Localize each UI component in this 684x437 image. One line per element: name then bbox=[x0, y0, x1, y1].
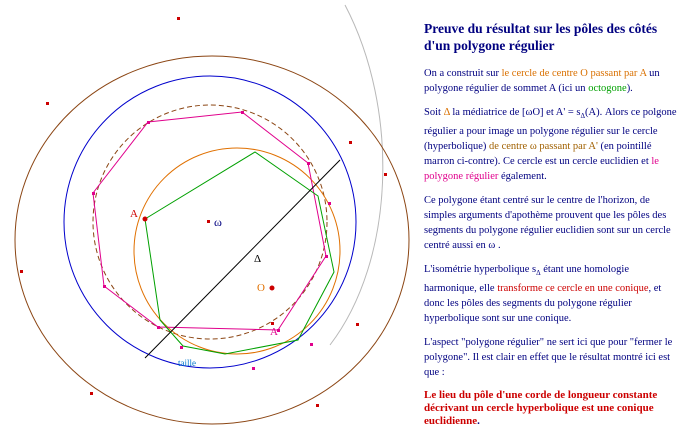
p1-octogone-text: octogone bbox=[588, 83, 627, 94]
conic-dots bbox=[20, 17, 387, 407]
conclusion-text: Le lieu du pôle d'une corde de longueur … bbox=[424, 389, 658, 428]
p2-text-g: également. bbox=[498, 171, 547, 183]
paragraph-isometry: L'isométrie hyperbolique sΔ étant une ho… bbox=[424, 262, 680, 326]
p4-subscript: Δ bbox=[536, 269, 541, 278]
dashed-circle bbox=[92, 104, 328, 340]
point-A-prime bbox=[271, 322, 274, 325]
p2-magenta-text: le polygone régulier bbox=[424, 156, 659, 183]
polygon-vertex-dots bbox=[92, 111, 331, 370]
p1-text-e: ). bbox=[626, 83, 633, 94]
point-O bbox=[269, 285, 275, 291]
label-omega: ω bbox=[214, 215, 222, 229]
horizon-circle bbox=[63, 75, 357, 369]
explanation-panel: Preuve du résultat sur les pôles des côt… bbox=[424, 20, 680, 437]
conic-ellipse bbox=[14, 55, 410, 425]
orange-circle bbox=[133, 147, 341, 355]
p2-text-b: la médiatrice de [ωO] et A' = s bbox=[449, 107, 581, 118]
mediatrix-line bbox=[144, 159, 341, 359]
paragraph-construction: On a construit sur le cercle de centre O… bbox=[424, 66, 680, 96]
paragraph-aspect: L'aspect "polygone régulier" ne sert ici… bbox=[424, 337, 673, 379]
label-A: A bbox=[130, 208, 138, 220]
point-omega bbox=[207, 220, 210, 223]
conclusion: Le lieu du pôle d'une corde de longueur … bbox=[424, 389, 680, 428]
p2-brown-text: de centre ω passant par A' bbox=[489, 141, 598, 153]
paragraph-mediatrix: Soit Δ la médiatrice de [ωO] et A' = sΔ(… bbox=[424, 105, 680, 184]
label-delta: Δ bbox=[254, 253, 261, 265]
p1-orange-circle-text: le cercle de centre O passant par A bbox=[501, 68, 647, 79]
p4-text-a: L'isométrie hyperbolique s bbox=[424, 264, 537, 276]
p2-text-a: Soit bbox=[424, 107, 444, 118]
label-A-prime: A' bbox=[270, 326, 280, 338]
geometry-figure: A ω Δ O A' taille bbox=[14, 4, 410, 425]
conclusion-period: . bbox=[477, 415, 480, 428]
p4-red-text: transforme ce cercle en une conique bbox=[497, 283, 649, 295]
outer-arc bbox=[329, 4, 384, 346]
p2-text-c: (A). Alors ce polgone régulier a pour im… bbox=[424, 107, 677, 153]
paragraph-apothem: Ce polygone étant centré sur le centre d… bbox=[424, 195, 671, 252]
label-O: O bbox=[257, 282, 265, 294]
point-A bbox=[142, 216, 148, 222]
proof-title: Preuve du résultat sur les pôles des côt… bbox=[424, 21, 658, 53]
p1-text-c: un polygone régulier de sommet A (ici un bbox=[424, 68, 660, 94]
p2-subscript: Δ bbox=[580, 112, 586, 121]
p4-text-b: étant une homologie harmonique, elle bbox=[424, 264, 629, 295]
p1-text-a: On a construit sur bbox=[424, 68, 502, 79]
p4-text-d: , et donc les pôles des segments du poly… bbox=[424, 283, 662, 325]
p2-delta-symbol: Δ bbox=[443, 107, 450, 118]
p2-text-e: (en pointillé marron ci-contre). Ce cerc… bbox=[424, 141, 652, 168]
green-octagon bbox=[144, 151, 335, 355]
label-taille: taille bbox=[178, 358, 196, 368]
